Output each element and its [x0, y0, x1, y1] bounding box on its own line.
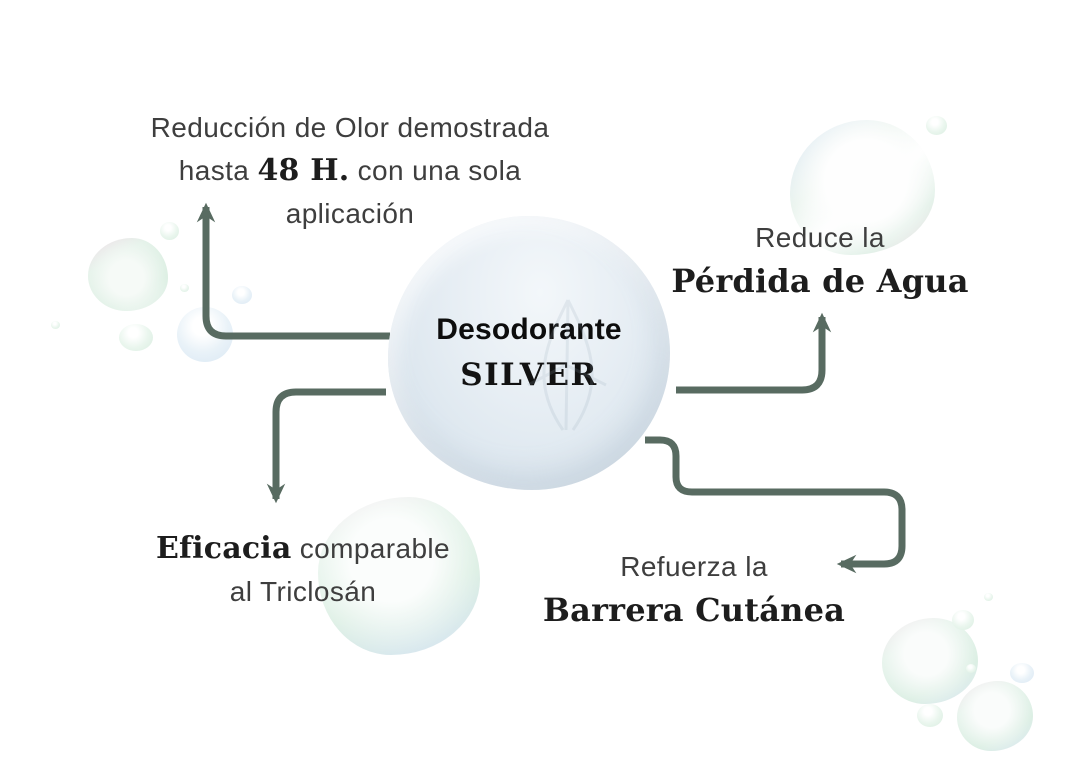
- highlight-48h: 48 H.: [257, 153, 350, 188]
- arrow-to-skin-barrier: [645, 436, 906, 574]
- product-variant: SILVER: [460, 357, 598, 393]
- bubble-decoration: [318, 497, 480, 655]
- highlight-eficacia: Eficacia: [155, 531, 292, 566]
- callout-water-line2: Pérdida de Agua: [671, 262, 969, 300]
- callout-odor-reduction: Reducción de Olor demostrada hasta 48 H.…: [85, 106, 615, 235]
- bubble-decoration: [952, 610, 974, 630]
- callout-odor-line3: aplicación: [285, 198, 415, 229]
- callout-efficacy-line2: al Triclosán: [229, 576, 377, 607]
- bubble-decoration: [180, 284, 189, 292]
- product-name: Desodorante: [436, 313, 622, 346]
- callout-barrier-line2: Barrera Cutánea: [542, 591, 846, 629]
- callout-skin-barrier: Refuerza la Barrera Cutánea: [527, 545, 861, 632]
- bubble-decoration: [119, 324, 153, 351]
- bubble-decoration: [51, 321, 60, 329]
- bubble-decoration: [957, 681, 1033, 751]
- bubble-decoration: [984, 593, 993, 601]
- callout-efficacy-line1: Eficacia comparable: [155, 531, 451, 566]
- callout-efficacy: Eficacia comparable al Triclosán: [118, 527, 488, 613]
- bubble-decoration: [882, 618, 978, 704]
- callout-water-line1: Reduce la: [755, 222, 885, 253]
- leaf-imprint-icon: [527, 299, 607, 431]
- bubble-decoration: [926, 116, 947, 135]
- callout-barrier-line1: Refuerza la: [620, 551, 768, 582]
- product-image: Desodorante SILVER: [388, 216, 670, 490]
- callout-odor-line2: hasta 48 H. con una sola: [178, 153, 522, 188]
- callout-water-loss: Reduce la Pérdida de Agua: [660, 216, 980, 303]
- arrow-to-odor-reduction: [196, 202, 390, 340]
- bubble-decoration: [1010, 663, 1034, 683]
- bubble-decoration: [966, 664, 976, 673]
- bubble-decoration: [232, 286, 252, 304]
- arrow-to-efficacy: [266, 388, 386, 504]
- bubble-decoration: [790, 120, 935, 255]
- callout-odor-line1: Reducción de Olor demostrada: [150, 112, 550, 143]
- bubble-decoration: [88, 238, 168, 311]
- arrow-to-water-loss: [676, 312, 832, 394]
- bubble-decoration: [917, 704, 943, 727]
- bubble-decoration: [160, 222, 179, 240]
